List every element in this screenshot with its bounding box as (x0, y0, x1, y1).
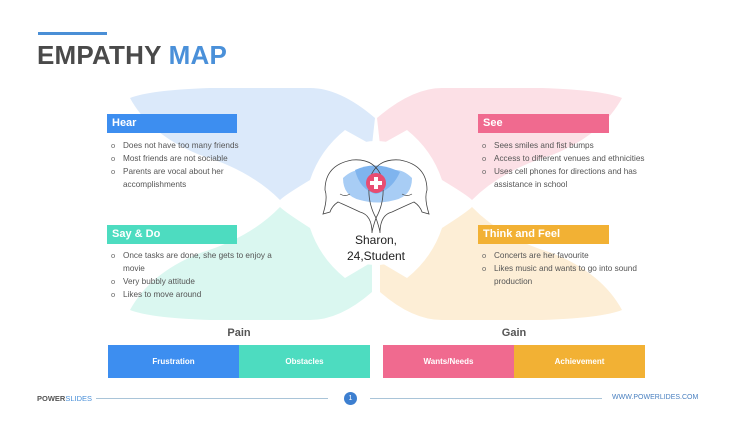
list-item: Concerts are her favourite (481, 249, 651, 262)
title-accent-line (38, 32, 107, 35)
see-header: See (478, 114, 609, 133)
say-do-header: Say & Do (107, 225, 237, 244)
footer-divider-left (96, 398, 328, 399)
footer-divider-right (370, 398, 602, 399)
see-list: Sees smiles and fist bumps Access to dif… (481, 139, 661, 191)
think-feel-header: Think and Feel (478, 225, 609, 244)
gain-bar: Wants/Needs Achievement (383, 345, 645, 378)
list-item: Likes to move around (110, 288, 290, 301)
pain-bar: Frustration Obstacles (108, 345, 370, 378)
gain-label: Gain (501, 327, 527, 339)
title-part-1: EMPATHY (37, 40, 162, 70)
list-item: Most friends are not sociable (110, 152, 260, 165)
page-title: EMPATHY MAP (37, 40, 227, 71)
say-do-list: Once tasks are done, she gets to enjoy a… (110, 249, 290, 301)
list-item: Access to different venues and ethniciti… (481, 152, 661, 165)
persona-label: Sharon, 24,Student (340, 232, 412, 264)
pain-label: Pain (227, 327, 251, 339)
list-item: Likes music and wants to go into sound p… (481, 262, 651, 288)
title-part-2: MAP (168, 40, 228, 70)
think-feel-list: Concerts are her favourite Likes music a… (481, 249, 651, 288)
list-item: Sees smiles and fist bumps (481, 139, 661, 152)
hear-header: Hear (107, 114, 237, 133)
list-item: Uses cell phones for directions and has … (481, 165, 661, 191)
list-item: Parents are vocal about her accomplishme… (110, 165, 260, 191)
list-item: Does not have too many friends (110, 139, 260, 152)
page-number: 1 (344, 392, 357, 405)
footer-brand: POWERSLIDES (37, 394, 92, 403)
gain-item-achievement: Achievement (514, 345, 645, 378)
list-item: Very bubbly attitude (110, 275, 290, 288)
gain-item-wants-needs: Wants/Needs (383, 345, 514, 378)
hear-list: Does not have too many friends Most frie… (110, 139, 260, 191)
pain-item-obstacles: Obstacles (239, 345, 370, 378)
pain-item-frustration: Frustration (108, 345, 239, 378)
persona-name: Sharon, (354, 233, 398, 247)
list-item: Once tasks are done, she gets to enjoy a… (110, 249, 290, 275)
brand-part-1: POWER (37, 394, 66, 403)
heads-with-medical-cross-icon (322, 159, 430, 234)
brand-part-2: SLIDES (65, 394, 93, 403)
persona-details: 24,Student (346, 249, 406, 263)
footer-url[interactable]: WWW.POWERLIDES.COM (612, 394, 699, 401)
